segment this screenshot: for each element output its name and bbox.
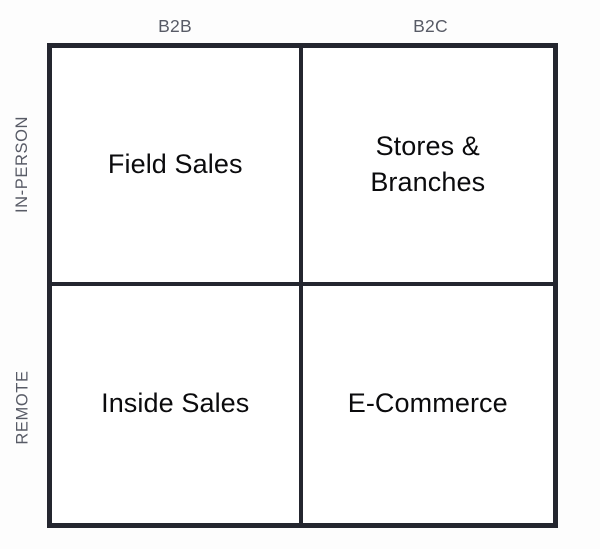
row-header-in-person: IN-PERSON: [0, 43, 46, 285]
quadrant-label-ecommerce: E-Commerce: [347, 388, 508, 419]
quadrant-cell-inside-sales: Inside Sales: [52, 285, 303, 523]
quadrant-label-inside-sales: Inside Sales: [101, 388, 250, 419]
row-header-in-person-label: IN-PERSON: [13, 115, 32, 213]
quadrant-cell-field-sales: Field Sales: [52, 48, 303, 286]
row-header-remote: REMOTE: [0, 287, 46, 528]
quadrant-label-stores-branches: Stores & Branches: [370, 131, 486, 197]
row-header-remote-label: REMOTE: [13, 370, 32, 445]
column-header-b2b: B2B: [158, 16, 192, 36]
quadrant-cell-stores-branches: Stores & Branches: [302, 48, 553, 286]
column-header-b2c: B2C: [413, 16, 448, 36]
quadrant-label-field-sales: Field Sales: [107, 148, 243, 179]
quadrant-cell-ecommerce: E-Commerce: [302, 285, 553, 523]
quadrant-grid: Field Sales Stores & Branches Inside Sal…: [47, 43, 558, 528]
